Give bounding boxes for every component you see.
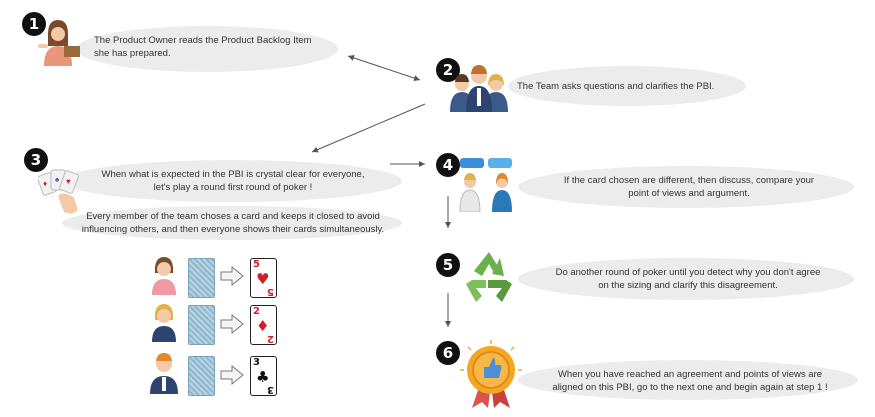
step-3-text-a: When what is expected in the PBI is crys… [101, 169, 365, 193]
step-5-bubble [518, 258, 854, 300]
step-2-bubble [508, 66, 746, 106]
step-3-bubble-a [62, 160, 402, 202]
step-4-text: If the card chosen are different, then d… [563, 175, 815, 199]
player-1-icon [150, 253, 178, 295]
arrow-1-2 [347, 55, 421, 81]
step-6-text: When you have reached an agreement and p… [552, 369, 828, 393]
step-3-bubble-b [62, 206, 402, 240]
card-back-3 [188, 356, 215, 396]
team-icon [448, 62, 510, 112]
player-2-icon [150, 300, 178, 342]
recycle-icon [460, 250, 518, 304]
step-3-badge: 3 [24, 148, 48, 172]
poker-cards-icon: ♦ ♠ ♥ [38, 166, 86, 216]
card-face-1: 5 ♥ 5 [250, 258, 277, 298]
arrow-right-icon-1 [220, 266, 244, 286]
arrow-right-icon-3 [220, 365, 244, 385]
card-face-2: 2 ♦ 2 [250, 305, 277, 345]
player-3-icon [148, 350, 180, 394]
badge-icon [460, 340, 522, 410]
card-face-3: 3 ♣ 3 [250, 356, 277, 396]
step-2-badge: 2 [436, 58, 460, 82]
step-5-text: Do another round of poker until you dete… [555, 267, 821, 291]
card-back-2 [188, 305, 215, 345]
step-1-badge: 1 [22, 12, 46, 36]
step-6-bubble [518, 360, 858, 400]
card-back-1 [188, 258, 215, 298]
svg-text:♠: ♠ [55, 175, 60, 184]
step-3-text-b: Every member of the team choses a card a… [81, 211, 385, 235]
step-4-bubble [518, 166, 854, 208]
svg-text:♦: ♦ [43, 179, 47, 188]
step-2-text: The Team asks questions and clarifies th… [517, 81, 715, 92]
product-owner-icon [36, 16, 82, 66]
discussion-icon [456, 156, 518, 212]
step-6-badge: 6 [436, 341, 460, 365]
arrow-2-3 [311, 103, 426, 153]
arrow-right-icon-2 [220, 314, 244, 334]
step-4-badge: 4 [436, 153, 460, 177]
step-1-text: The Product Owner reads the Product Back… [94, 35, 312, 59]
step-1-bubble [76, 26, 338, 72]
step-5-badge: 5 [436, 253, 460, 277]
svg-text:♥: ♥ [66, 177, 71, 186]
